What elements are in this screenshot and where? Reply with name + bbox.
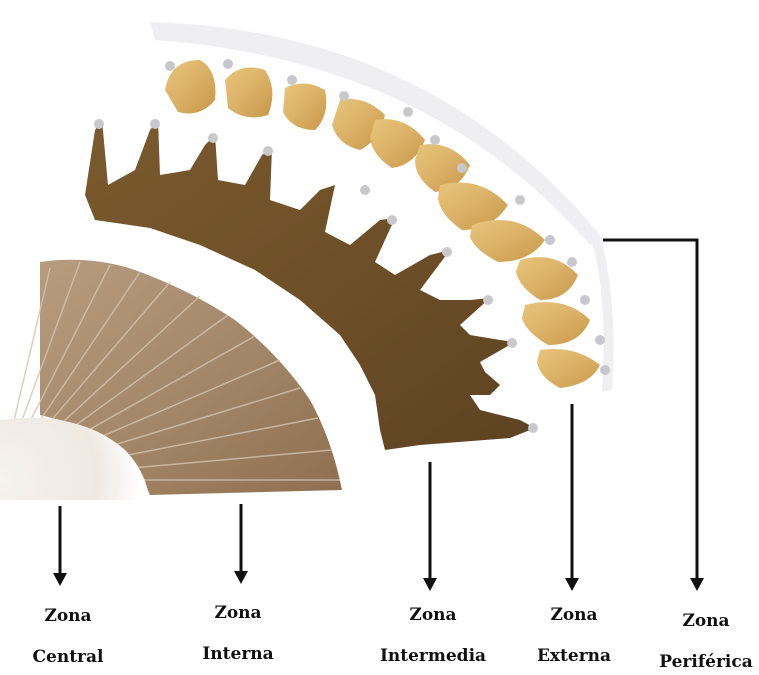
label-intermedia-line2: Intermedia: [380, 648, 486, 665]
label-central-line2: Central: [33, 649, 104, 666]
arrow-externa: [565, 404, 579, 591]
label-externa-line2: Externa: [537, 648, 611, 665]
label-zona-periferica: Zona Periférica: [659, 613, 752, 671]
label-zona-externa: Zona Externa: [537, 607, 611, 665]
label-externa-line1: Zona: [537, 607, 611, 624]
label-intermedia-line1: Zona: [380, 607, 486, 624]
label-interna-line1: Zona: [202, 605, 273, 622]
label-periferica-line1: Zona: [659, 613, 752, 630]
arrow-interna: [234, 504, 248, 584]
label-zona-interna: Zona Interna: [202, 605, 273, 663]
arrow-intermedia: [423, 462, 437, 591]
label-zona-intermedia: Zona Intermedia: [380, 607, 486, 665]
label-periferica-line2: Periférica: [659, 654, 752, 671]
arrow-central: [53, 506, 67, 586]
label-central-line1: Zona: [33, 608, 104, 625]
arrow-periferica: [603, 240, 704, 591]
label-interna-line2: Interna: [202, 646, 273, 663]
label-zona-central: Zona Central: [33, 608, 104, 666]
